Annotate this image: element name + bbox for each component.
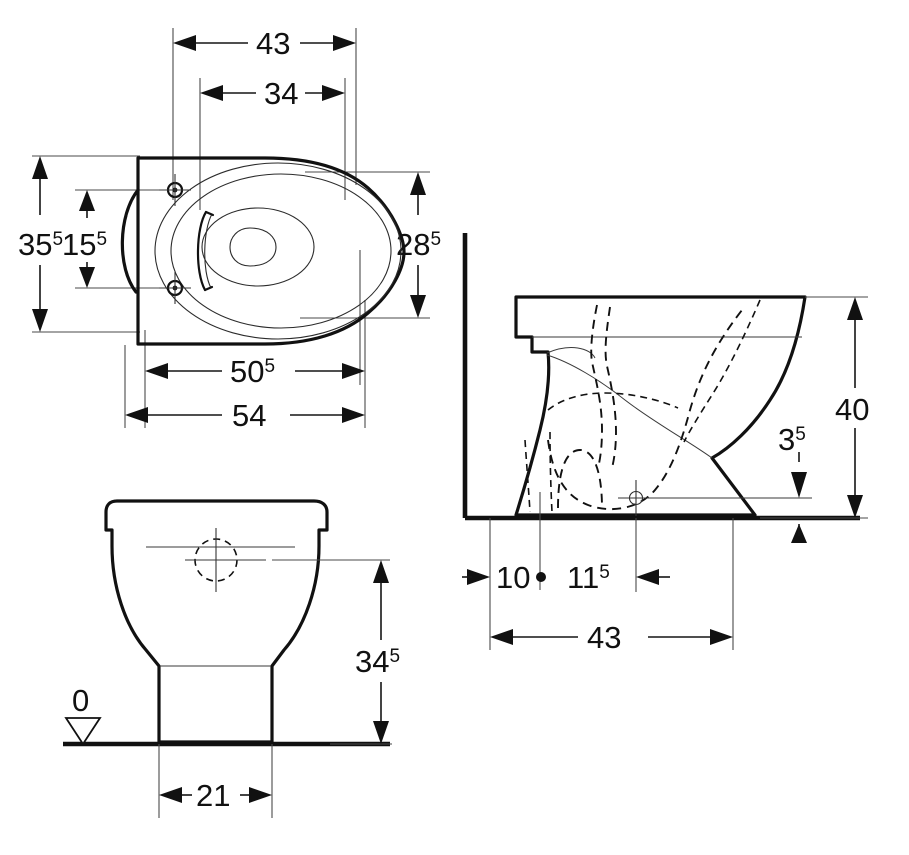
top-view-seat-outer-ring xyxy=(154,162,402,340)
datum-triangle-icon xyxy=(64,717,102,746)
side-view-right-hidden xyxy=(683,299,761,443)
side-view-left-hidden xyxy=(524,439,531,513)
top-view-group: 43 34 355 xyxy=(18,26,441,433)
dim-label-front-34-5: 345 xyxy=(355,644,400,679)
top-view-flush-rim-crescent-inner xyxy=(204,213,213,289)
dim-label-bottom-50-5: 505 xyxy=(230,354,275,389)
side-view-body-outline xyxy=(514,295,807,517)
dim-label-side-3-5: 35 xyxy=(778,422,806,457)
top-view-mounting-hole-upper xyxy=(159,174,191,206)
side-view-waterway-hidden xyxy=(604,306,617,469)
side-view-extension-lines xyxy=(489,296,868,650)
top-view-back-arc xyxy=(120,188,140,294)
dim-top-43: 43 xyxy=(173,26,356,61)
dim-side-43: 43 xyxy=(490,620,733,655)
top-view-outline xyxy=(136,156,406,346)
dim-dot-side-10 xyxy=(536,572,546,582)
dim-label-side-11-5: 115 xyxy=(567,560,610,595)
front-view-outline xyxy=(104,499,329,744)
dim-label-left-15-5: 155 xyxy=(62,227,107,262)
top-view-outlet xyxy=(229,227,277,267)
dim-label-bottom-54: 54 xyxy=(232,398,266,433)
dim-left-35-5: 355 xyxy=(18,156,63,332)
dim-side-3-5: 35 xyxy=(778,422,807,543)
side-view-trap-u-hidden xyxy=(557,449,603,509)
dim-label-front-21: 21 xyxy=(196,778,230,813)
side-view-bowl-inner-contour xyxy=(546,354,713,459)
side-view-upper-rib xyxy=(546,347,596,359)
dim-label-side-43: 43 xyxy=(587,620,621,655)
dim-bottom-54: 54 xyxy=(125,398,365,433)
side-view-rim-hidden xyxy=(547,392,679,411)
side-view-trap-hidden xyxy=(590,304,603,469)
front-view-datum-marker: 0 xyxy=(64,683,102,746)
top-view-crescent-cap-bottom xyxy=(203,285,214,292)
top-view-mounting-hole-lower xyxy=(159,272,191,304)
dim-side-40: 40 xyxy=(835,297,869,518)
dim-bottom-50-5: 505 xyxy=(145,354,365,389)
dim-label-side-10: 10 xyxy=(496,560,530,595)
dim-front-34-5: 345 xyxy=(355,560,400,744)
dim-front-21: 21 xyxy=(159,778,272,813)
side-view-left-hidden-2 xyxy=(549,431,553,513)
side-view-trap-bottom-hidden xyxy=(547,309,743,511)
dim-top-34: 34 xyxy=(200,76,345,111)
dim-label-top-34: 34 xyxy=(264,76,298,111)
dim-side-11-5: 115 xyxy=(567,560,670,595)
top-view-crescent-cap-top xyxy=(204,210,215,217)
top-view-flush-rim-crescent xyxy=(196,210,208,292)
top-view-seat-inner-ring xyxy=(170,173,392,329)
top-view-extension-lines xyxy=(32,28,430,428)
dim-side-10: 10 xyxy=(462,560,546,595)
dim-label-left-35-5: 355 xyxy=(18,227,63,262)
dim-left-15-5: 155 xyxy=(62,190,107,288)
top-view-bowl-opening xyxy=(201,207,315,287)
side-view-group: 40 35 10 115 xyxy=(462,233,869,655)
dim-label-top-43: 43 xyxy=(256,26,290,61)
dim-label-front-datum: 0 xyxy=(72,683,89,718)
dim-label-side-40: 40 xyxy=(835,392,869,427)
front-view-group: 345 21 0 xyxy=(63,499,400,818)
